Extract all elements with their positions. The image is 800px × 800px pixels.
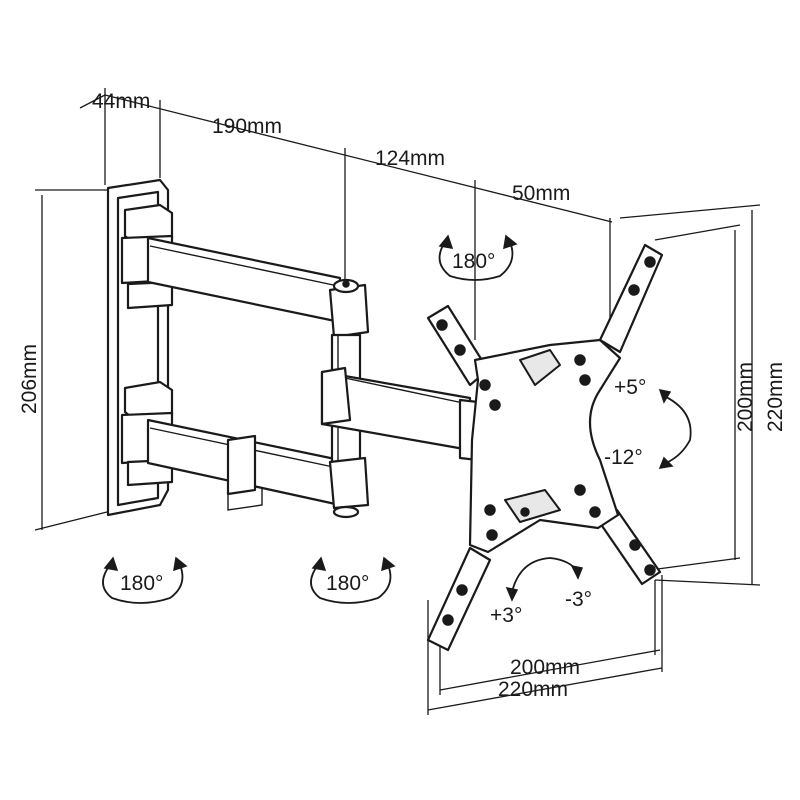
label-level-minus: -3°: [565, 588, 592, 611]
level-indicator: +3° -3°: [490, 557, 592, 627]
dimension-labels: 44mm 190mm 124mm 50mm 206mm 200mm 220mm …: [18, 90, 787, 701]
head-swivel-indicator: 180°: [438, 234, 518, 281]
label-vesa-v-outer: 220mm: [764, 362, 787, 432]
label-vesa-h-inner: 200mm: [510, 656, 580, 679]
label-tilt-down: -12°: [604, 446, 643, 469]
label-arm-2: 124mm: [375, 147, 445, 170]
label-arm-1: 190mm: [212, 115, 282, 138]
wall-swivel-indicator: 180°: [102, 556, 188, 604]
arms: [146, 236, 480, 519]
label-tilt-up: +5°: [614, 376, 646, 399]
mid-swivel-indicator: 180°: [310, 556, 396, 604]
label-level-plus: +3°: [490, 604, 522, 627]
label-wall-swivel: 180°: [120, 572, 163, 595]
vesa-plate: [426, 243, 664, 652]
label-vesa-v-inner: 200mm: [734, 362, 757, 432]
dimension-lines: [34, 88, 761, 715]
label-arm-3: 50mm: [512, 182, 570, 205]
rotation-indicators: 180° 180° 180° +5° -12°: [102, 234, 692, 627]
label-head-swivel: 180°: [452, 250, 495, 273]
label-plate-depth: 44mm: [92, 90, 150, 113]
label-mid-swivel: 180°: [326, 572, 369, 595]
label-vesa-h-outer: 220mm: [498, 678, 568, 701]
tilt-indicator: +5° -12°: [604, 376, 692, 469]
label-plate-height: 206mm: [18, 344, 41, 414]
